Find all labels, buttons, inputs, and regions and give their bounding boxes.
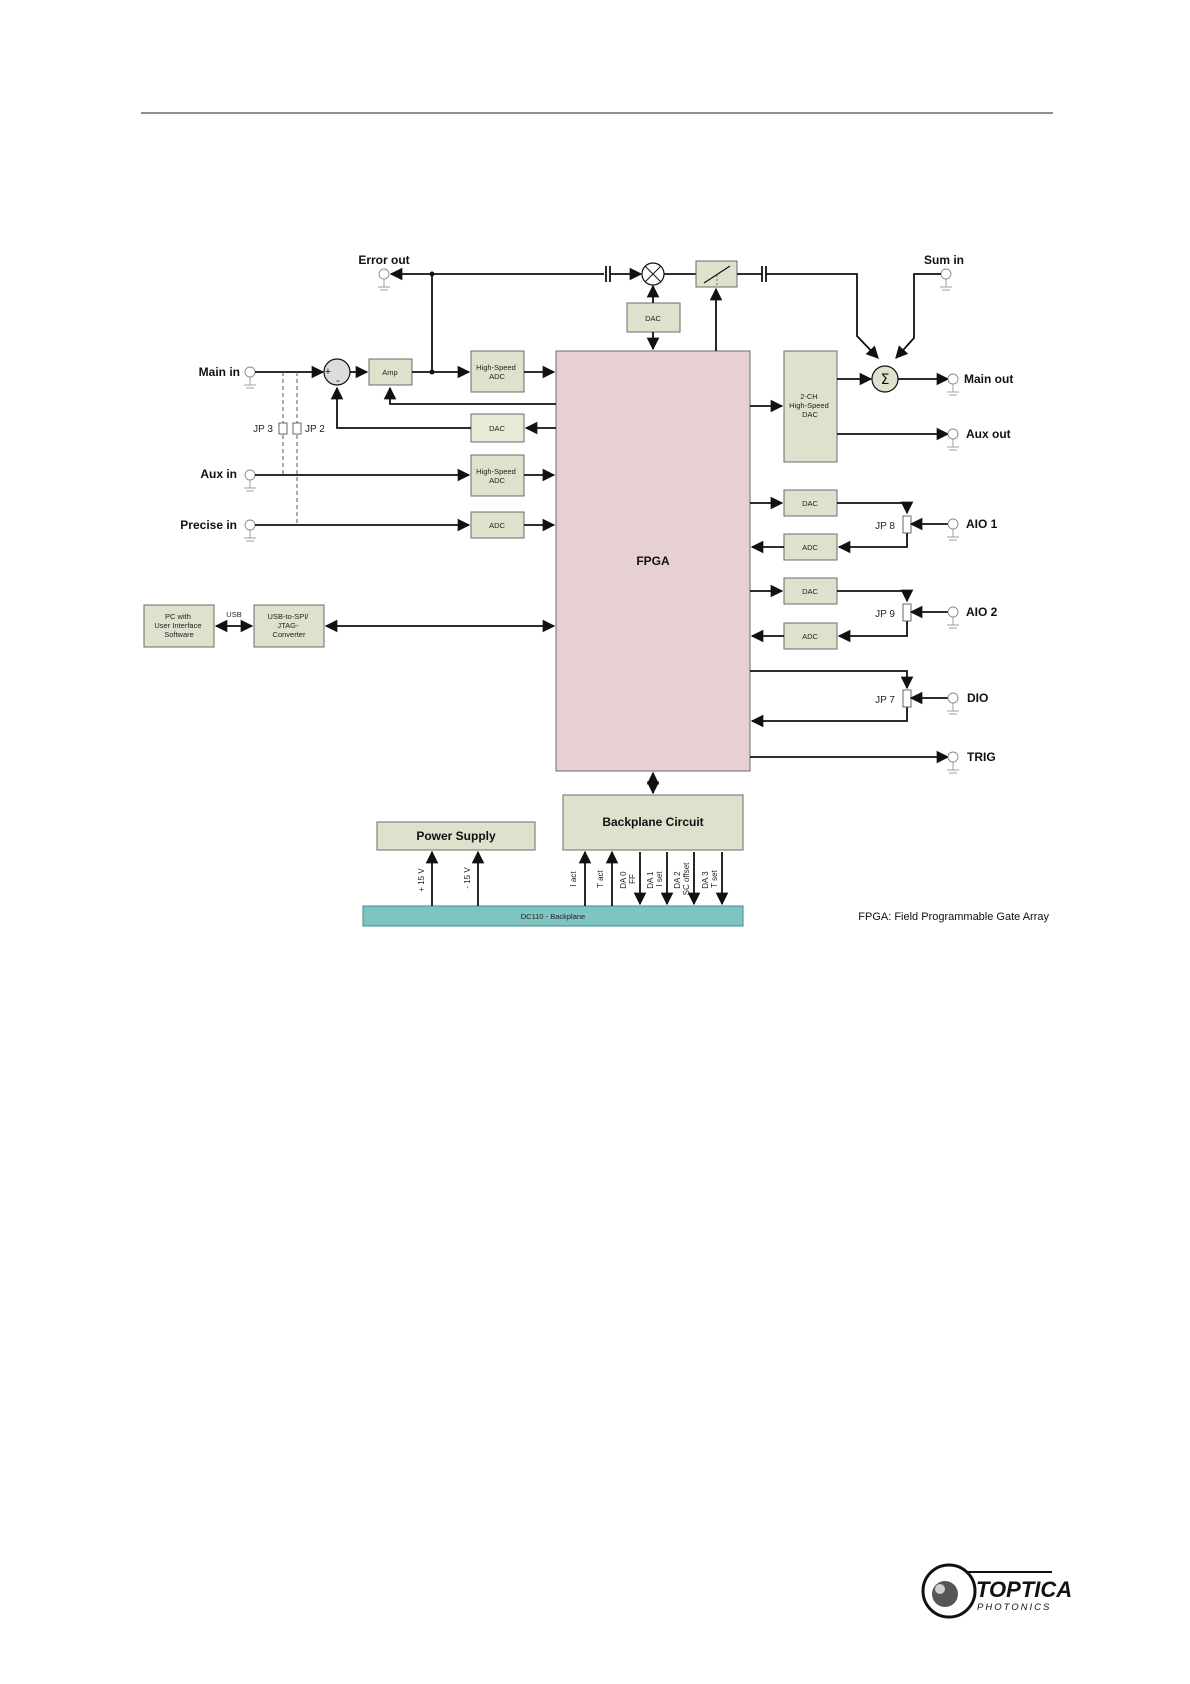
port-main-in-label: Main in: [199, 365, 240, 379]
dac-2ch-block: [783, 350, 838, 463]
toptica-logo: [921, 1563, 1052, 1619]
logo-brand: TOPTICA: [976, 1577, 1072, 1602]
power-signal-plus15: + 15 V: [417, 868, 426, 892]
hs-adc-2-block: [470, 454, 525, 497]
pc-label: PC with User Interface Software: [154, 612, 203, 639]
hs-adc-2-label: High-Speed ADC: [476, 467, 518, 485]
dac-aio2-label: DAC: [802, 587, 818, 596]
bp-signal-da2: DA 2 SC offset: [673, 862, 691, 896]
dac-offset-label: DAC: [489, 424, 505, 433]
port-dio-label: DIO: [967, 691, 988, 705]
error-out-connector: [378, 268, 390, 291]
trig-connector: [947, 751, 959, 774]
adc-aio2-block: [783, 622, 838, 650]
jp8-label: JP 8: [875, 521, 895, 532]
dio-connector: [947, 692, 959, 715]
power-signal-minus15: - 15 V: [463, 867, 472, 889]
adc-precise-block: [470, 511, 525, 539]
adc-aio2-label: ADC: [802, 632, 818, 641]
subtractor-plus: +: [325, 366, 331, 378]
power-supply-label: Power Supply: [416, 829, 496, 843]
hs-adc-1-block: [470, 350, 525, 393]
port-aio1-label: AIO 1: [966, 517, 998, 531]
sum-in-connector: [940, 268, 952, 291]
power-supply-block: [376, 821, 536, 851]
port-trig-label: TRIG: [967, 750, 996, 764]
bp-signal-t-act: T act: [596, 869, 605, 887]
aux-in-connector: [244, 469, 256, 492]
adc-aio1-block: [783, 533, 838, 561]
bp-signal-da0: DA 0 FF: [619, 869, 637, 889]
aio1-connector: [947, 518, 959, 541]
aux-out-connector: [947, 428, 959, 451]
port-main-out-label: Main out: [964, 372, 1013, 386]
port-aux-out-label: Aux out: [966, 427, 1011, 441]
adc-precise-label: ADC: [489, 521, 505, 530]
jp2-label: JP 2: [305, 424, 325, 435]
main-in-connector: [244, 366, 256, 389]
amp-label: Amp: [382, 368, 397, 377]
summer-symbol: Σ: [881, 372, 890, 388]
backplane-bar-label: DC110 - Backplane: [521, 912, 585, 921]
dac-top-block: [626, 302, 681, 333]
jp7-jumper: [902, 689, 912, 708]
hs-adc-1-label: High-Speed ADC: [476, 363, 518, 381]
jp3-label: JP 3: [253, 424, 273, 435]
dac-2ch-label: 2-CH High-Speed DAC: [789, 392, 831, 419]
jp9-label: JP 9: [875, 609, 895, 620]
main-out-connector: [947, 373, 959, 396]
port-precise-in-label: Precise in: [180, 518, 237, 532]
bp-signal-da1: DA 1 I set: [646, 869, 664, 889]
backplane-bar: [362, 905, 744, 927]
multiplier-icon: [641, 262, 665, 286]
usb-spi-label: USB-to-SPI/ JTAG- Converter: [268, 612, 311, 639]
port-sum-in-label: Sum in: [924, 253, 964, 267]
dac-aio1-block: [783, 489, 838, 517]
jp7-label: JP 7: [875, 695, 895, 706]
adc-aio1-label: ADC: [802, 543, 818, 552]
bp-signal-i-act: I act: [569, 871, 578, 887]
usb-spi-block: [253, 604, 325, 648]
backplane-circuit-block: [562, 794, 744, 851]
logo-tagline: PHOTONICS: [977, 1602, 1051, 1613]
switch-icon: [695, 260, 738, 288]
subtractor-minus: -: [336, 375, 340, 387]
fpga-label: FPGA: [636, 554, 670, 568]
port-aio2-label: AIO 2: [966, 605, 998, 619]
dac-top-label: DAC: [645, 314, 661, 323]
precise-in-connector: [244, 519, 256, 542]
port-error-out-label: Error out: [358, 253, 409, 267]
port-aux-in-label: Aux in: [200, 467, 237, 481]
jp8-jumper: [902, 515, 912, 534]
pc-block: [143, 604, 215, 648]
fpga-block: [555, 350, 751, 772]
dac-offset-block: [470, 413, 525, 443]
fpga-footnote: FPGA: Field Programmable Gate Array: [858, 911, 1049, 923]
aio2-connector: [947, 606, 959, 629]
bp-signal-da3: DA 3 T set: [701, 869, 719, 889]
usb-label: USB: [226, 610, 241, 619]
dac-aio1-label: DAC: [802, 499, 818, 508]
backplane-circuit-label: Backplane Circuit: [602, 815, 703, 829]
jp9-jumper: [902, 603, 912, 622]
